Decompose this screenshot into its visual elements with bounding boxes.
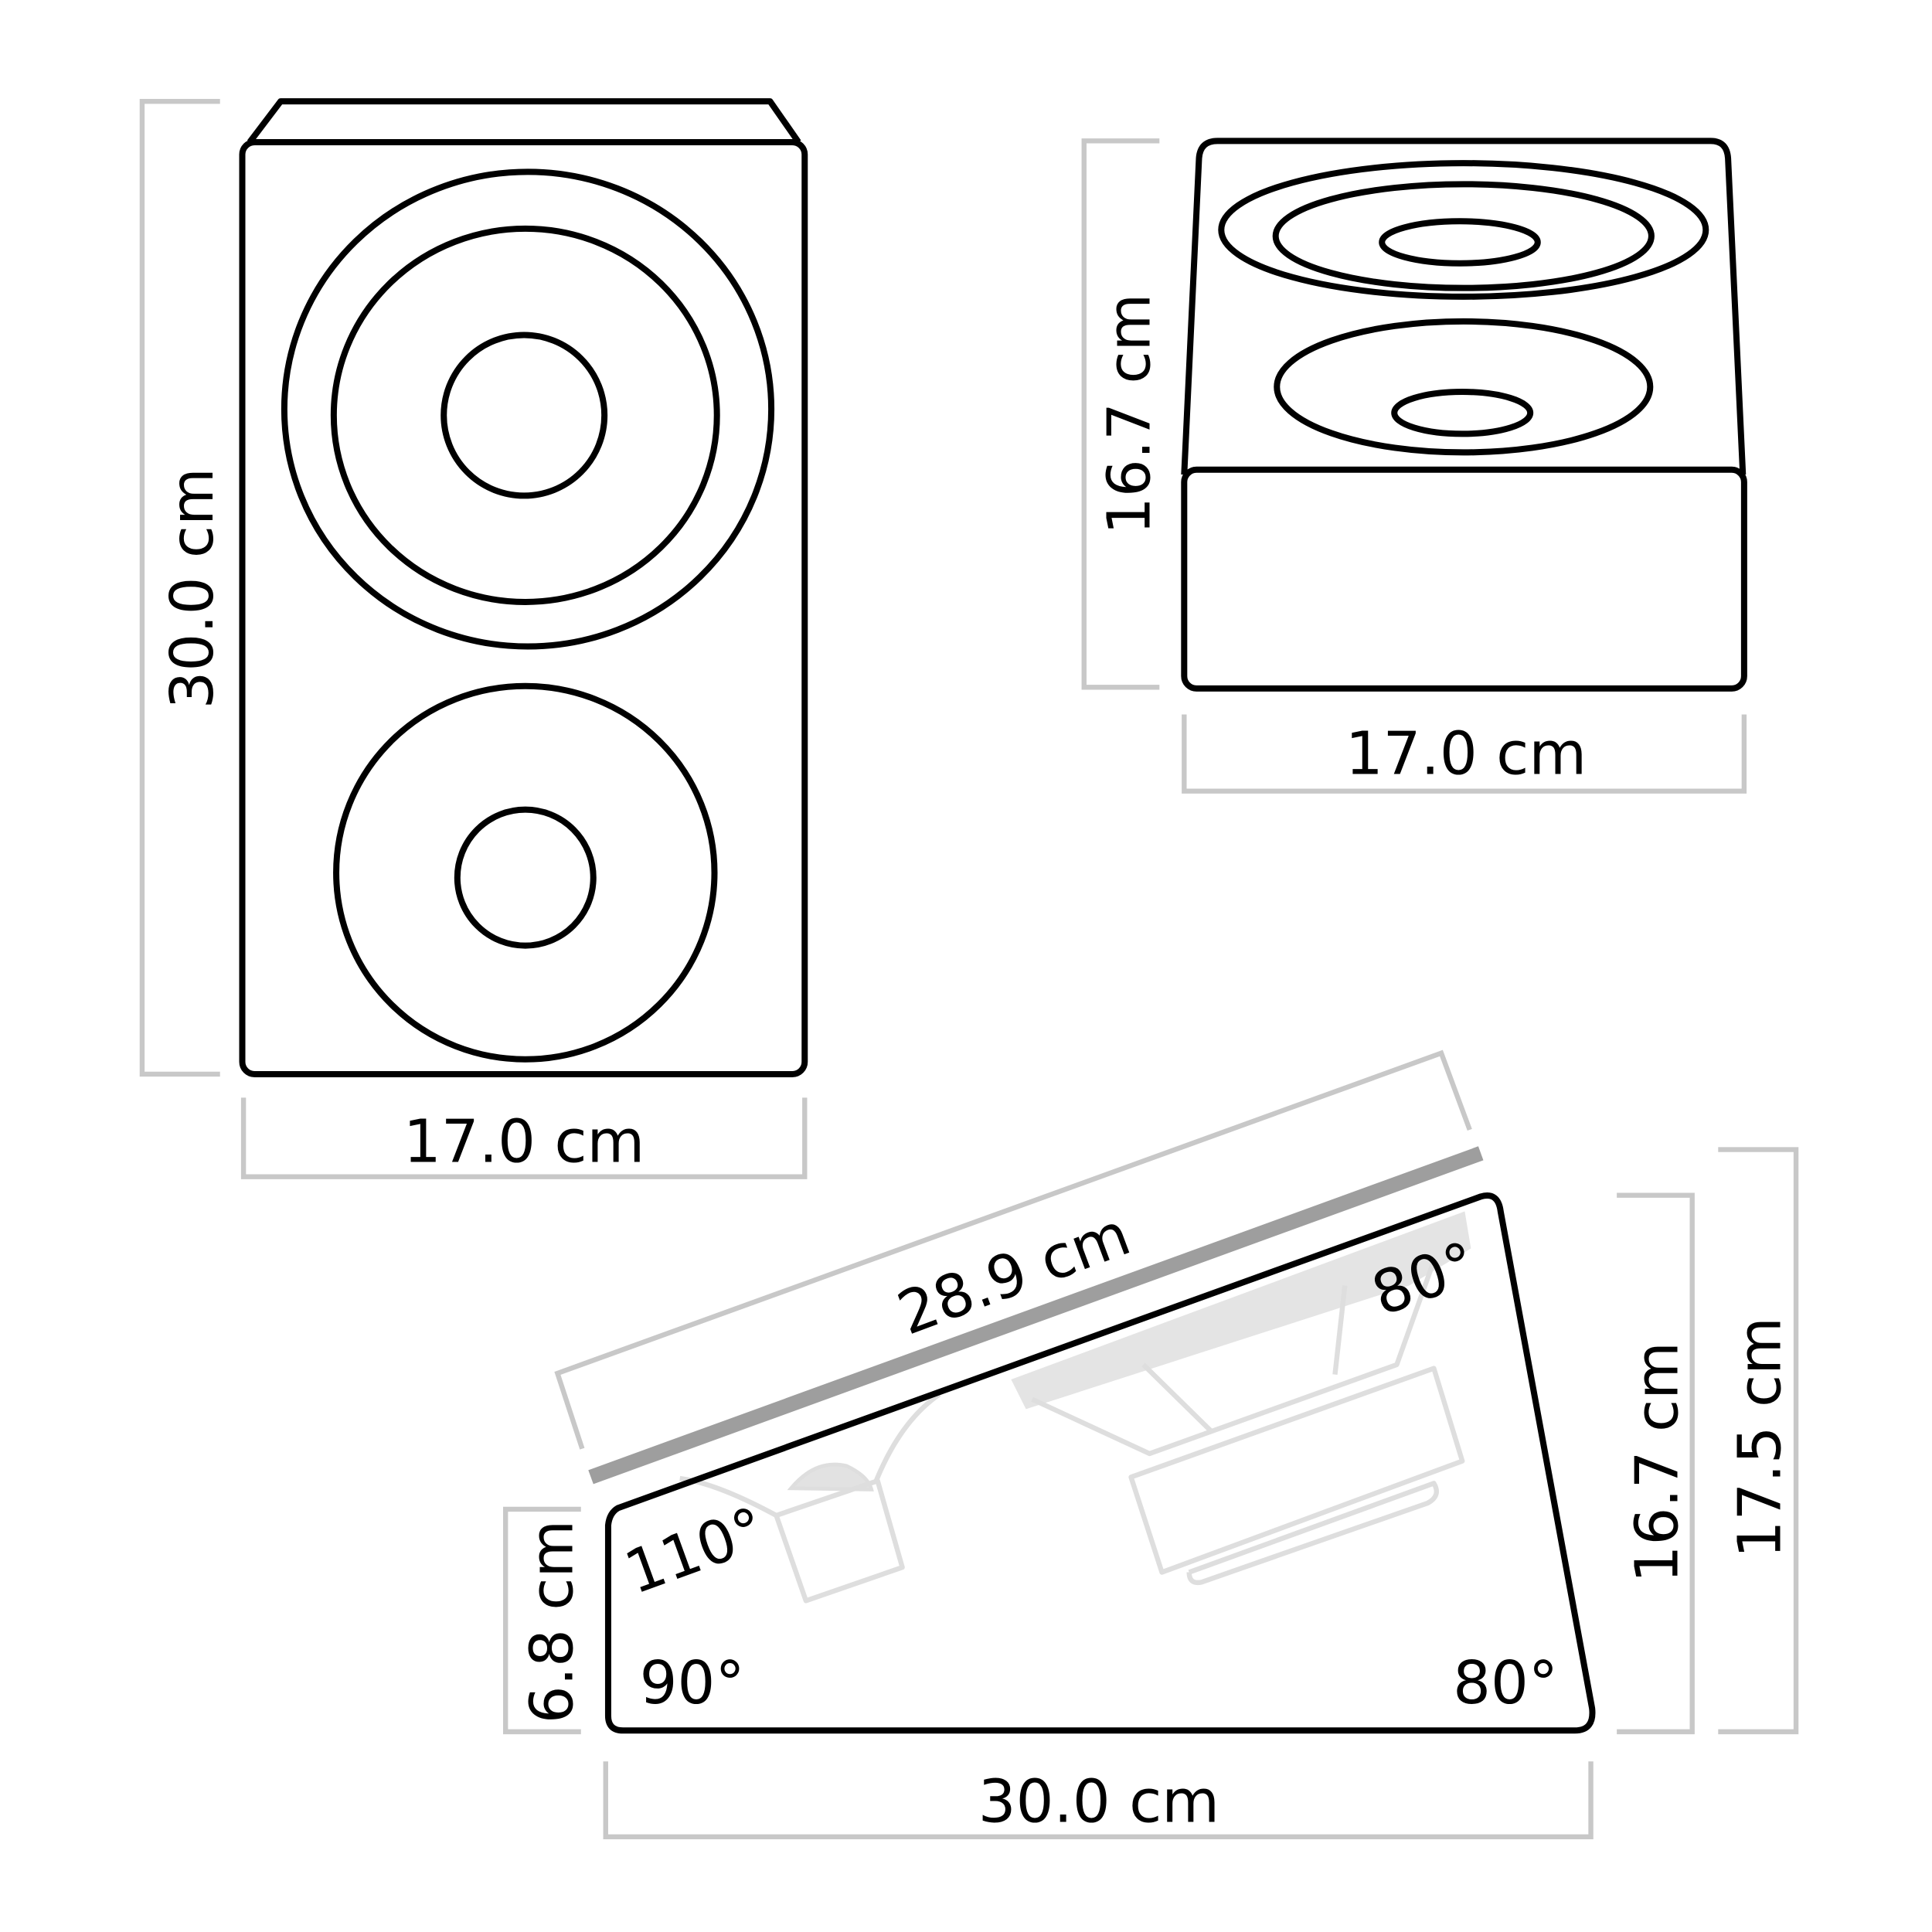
front-height-label: 30.0 cm xyxy=(158,468,227,709)
angle-bottom-left: 90° xyxy=(640,1649,745,1718)
midrange-dustcap xyxy=(454,806,597,949)
total-height-dimension-line xyxy=(1718,1147,1799,1735)
top-depth-label: 16.7 cm xyxy=(1096,294,1165,535)
total-height-label: 17.5 cm xyxy=(1726,1317,1794,1558)
front-view: 30.0 cm 17.0 cm xyxy=(139,98,808,1179)
front-height-dimension-line-side xyxy=(502,1506,581,1735)
depth-dimension-line xyxy=(603,1761,1594,1840)
top-width-label: 17.0 cm xyxy=(1345,719,1587,788)
angle-top-left: 110° xyxy=(617,1495,774,1608)
side-cabinet xyxy=(604,1192,1596,1734)
top-base-panel xyxy=(1181,466,1747,692)
woofer-surround xyxy=(281,168,775,650)
ghost-drivers xyxy=(679,1211,1471,1604)
top-woofer-dustcap xyxy=(1379,218,1541,267)
ghost-tweeter-wire xyxy=(872,1392,941,1485)
top-view: 16.7 cm 17.0 cm xyxy=(1081,138,1747,794)
front-cabinet xyxy=(239,138,808,1077)
ghost-woofer-plate xyxy=(1186,1481,1439,1586)
angle-bottom-right: 80° xyxy=(1453,1649,1558,1718)
top-midrange-dustcap xyxy=(1391,389,1534,437)
front-top-bevel xyxy=(247,98,801,145)
front-height-dimension-line xyxy=(139,98,220,1077)
midrange-cone xyxy=(333,682,718,1063)
woofer-cone xyxy=(330,225,720,605)
back-height-label: 16.7 cm xyxy=(1624,1342,1692,1583)
ghost-woofer-strut-2 xyxy=(1332,1285,1348,1375)
side-view: 28.9 cm 6.8 cm 16.7 cm 17.5 cm 30.0 cm 1… xyxy=(502,1049,1799,1840)
top-depth-dimension-line xyxy=(1081,138,1160,690)
ghost-woofer-basket xyxy=(1031,1260,1437,1457)
ghost-woofer-strut xyxy=(1141,1362,1213,1434)
front-width-label: 17.0 cm xyxy=(403,1108,645,1177)
ghost-baffle-shade xyxy=(1011,1211,1471,1410)
front-height-label-side: 6.8 cm xyxy=(519,1520,587,1723)
ghost-tweeter-body xyxy=(774,1478,905,1604)
top-woofer-surround xyxy=(1218,160,1709,300)
baffle-length-dimension-line xyxy=(554,1049,1472,1450)
top-sloped-panel xyxy=(1181,138,1747,475)
top-woofer-cone xyxy=(1272,181,1655,291)
ghost-woofer-magnet xyxy=(1128,1366,1465,1575)
front-width-dimension-line xyxy=(240,1097,808,1179)
back-height-dimension-line xyxy=(1617,1192,1695,1735)
top-width-dimension-line xyxy=(1182,714,1747,794)
baffle-bar xyxy=(588,1146,1484,1485)
depth-label: 30.0 cm xyxy=(978,1768,1219,1837)
woofer-dustcap xyxy=(440,332,608,499)
top-midrange-cone xyxy=(1274,318,1654,456)
